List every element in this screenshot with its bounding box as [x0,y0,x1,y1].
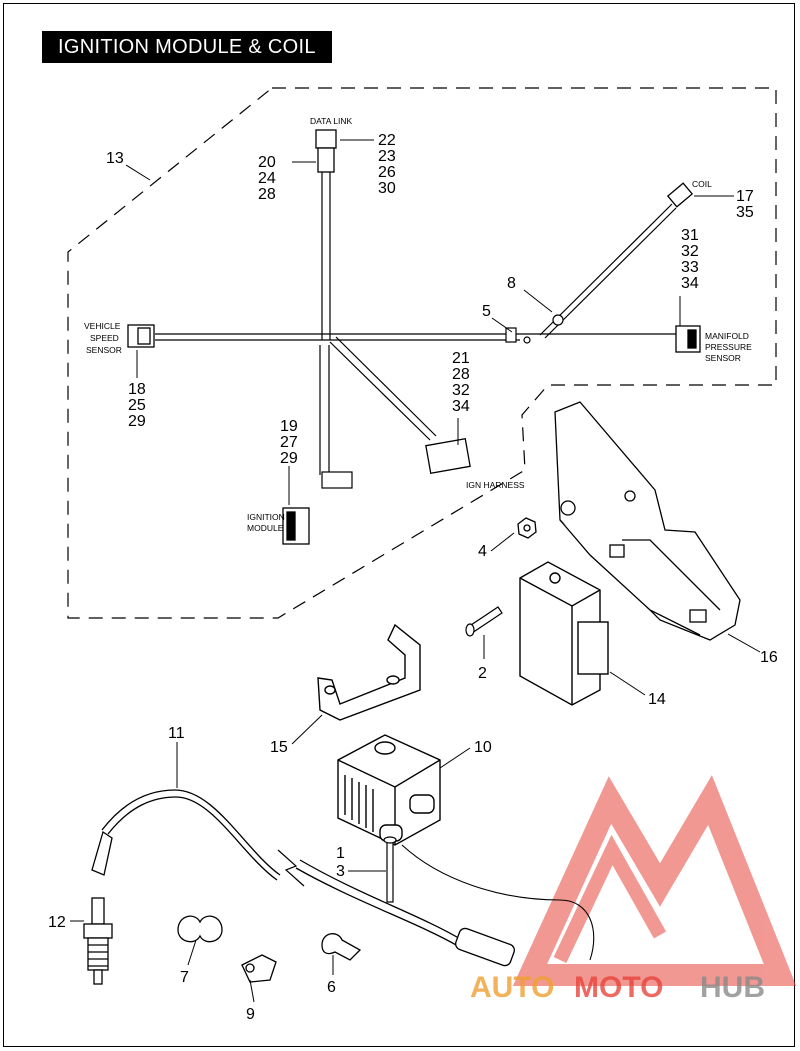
watermark-auto: AUTO [470,971,554,1004]
callout-10: 10 [474,739,492,756]
label-vss-1: VEHICLE [84,321,121,331]
ignition-module-connector [282,507,310,545]
callout-23: 23 [378,148,396,165]
label-ign-module-2: MODULE [247,523,284,533]
leader-lines [70,139,761,1003]
callout-21: 21 [452,350,470,367]
module-caddy [554,401,741,641]
label-ign-module-1: IGNITION [247,512,285,522]
vehicle-speed-sensor-connector [127,324,155,348]
automotohub-watermark: AUTO MOTO HUB [470,971,765,1004]
callout-11: 11 [168,725,185,742]
callout-35: 35 [736,204,754,221]
callout-12: 12 [48,914,66,931]
main-wiring-harness [155,170,680,489]
callout-28b: 28 [452,366,470,383]
callout-29b: 29 [280,450,298,467]
diagram-title: IGNITION MODULE & COIL [42,31,332,63]
callout-1: 1 [336,845,345,862]
callout-18: 18 [128,381,146,398]
coil-bracket [317,623,421,721]
callout-27: 27 [280,434,298,451]
ignition-module [519,561,609,706]
callout-34b: 34 [452,398,470,415]
callout-5: 5 [482,303,491,320]
wire-clip [505,314,564,344]
callout-33: 33 [681,259,699,276]
spark-plug-cable [91,789,595,967]
callout-32a: 32 [681,243,699,260]
component-labels: DATA LINK COIL VEHICLE SPEED SENSOR MANI… [84,116,752,533]
callout-4: 4 [478,543,487,560]
callout-6: 6 [327,979,336,996]
cable-clip-9 [241,954,277,983]
callout-7: 7 [180,969,189,986]
callout-32b: 32 [452,382,470,399]
label-map-1: MANIFOLD [705,331,749,341]
callout-13: 13 [106,150,124,167]
callout-16: 16 [760,649,778,666]
callout-30: 30 [378,180,396,197]
callout-26: 26 [378,164,396,181]
ignition-coil [337,734,441,846]
label-ign-harness: IGN HARNESS [466,480,525,490]
harness-kit-boundary [67,87,777,619]
callout-29a: 29 [128,413,146,430]
data-link-connector [315,129,337,173]
callout-2: 2 [478,665,487,682]
callout-15: 15 [270,739,288,756]
ign-harness-connector [425,437,471,475]
label-vss-2: SPEED [90,333,119,343]
map-sensor-connector [675,325,701,353]
callout-31: 31 [681,227,699,244]
cable-clip-7 [177,915,223,943]
long-screw [383,836,397,903]
label-map-2: PRESSURE [705,342,752,352]
hex-nut [517,517,537,539]
watermark-hub: HUB [700,971,765,1004]
callout-19: 19 [280,418,298,435]
callout-25: 25 [128,397,146,414]
label-map-3: SENSOR [705,353,741,363]
callout-28a: 28 [258,186,276,203]
callout-24: 24 [258,170,276,187]
spark-plug [83,897,113,985]
callout-20: 20 [258,154,276,171]
callout-17: 17 [736,188,754,205]
callout-3: 3 [336,863,345,880]
callout-8: 8 [507,275,516,292]
label-coil: COIL [692,179,712,189]
screw [465,606,503,637]
page-frame [3,3,795,1047]
coil-connector [666,182,694,208]
callout-14: 14 [648,691,666,708]
watermark-moto: MOTO [574,971,663,1004]
callout-numbers: 13 22 23 26 30 20 24 28 17 35 31 32 33 3… [48,132,778,1023]
callout-34a: 34 [681,275,699,292]
callout-22: 22 [378,132,396,149]
cable-clip-6 [321,933,362,961]
automotohub-logo [512,775,797,986]
callout-9: 9 [246,1006,255,1023]
label-vss-3: SENSOR [86,345,122,355]
label-data-link: DATA LINK [310,116,353,126]
